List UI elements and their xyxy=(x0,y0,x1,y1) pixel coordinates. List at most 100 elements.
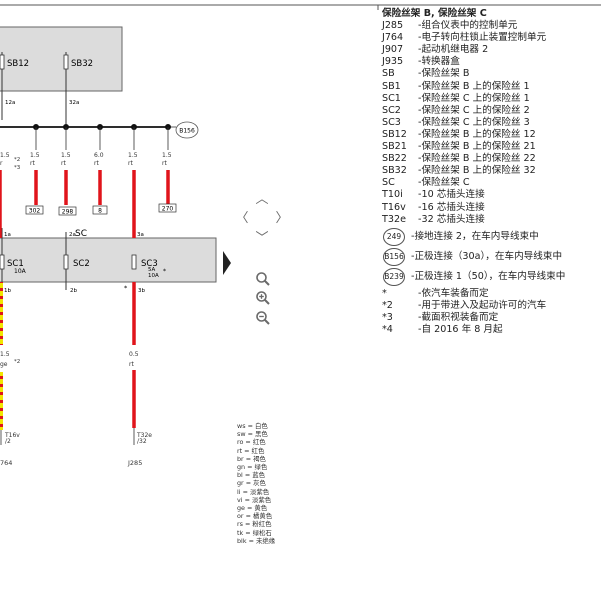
legend-item-code: J764 xyxy=(382,32,404,44)
legend-connection-code: 249 xyxy=(383,227,405,246)
zoom-out-icon[interactable] xyxy=(255,310,271,326)
legend-note: *3-截面积视装备而定 xyxy=(382,312,597,324)
fuse-sc3-label: SC3 xyxy=(141,259,158,269)
legend-item: SC1-保险丝架 C 上的保险丝 1 xyxy=(382,93,597,105)
legend-item: SB22-保险丝架 B 上的保险丝 22 xyxy=(382,153,597,165)
legend-item-desc: -起动机继电器 2 xyxy=(418,44,489,56)
lower-left-comp: 764 xyxy=(0,459,12,467)
legend-note-code: *2 xyxy=(382,299,393,311)
star-note-3: *3 xyxy=(14,165,21,171)
wire5-size: 1.5 xyxy=(162,152,172,159)
color-code-item: br = 褐色 xyxy=(237,454,266,463)
legend-item-desc: -保险丝架 C 上的保险丝 3 xyxy=(418,116,530,128)
legend-item-desc: -32 芯插头连接 xyxy=(418,213,485,225)
legend-connection-desc: -正极连接（30a），在车内导线束中 xyxy=(411,250,563,262)
ref-302: 302 xyxy=(29,208,41,215)
legend-item: SC3-保险丝架 C 上的保险丝 3 xyxy=(382,117,597,129)
legend-item-code: SC1 xyxy=(382,92,401,104)
triangle-right-icon[interactable] xyxy=(222,250,232,276)
legend-note: *4 -自 2016 年 8 月起 xyxy=(382,324,597,336)
wire3-color: rt xyxy=(94,160,99,167)
legend-title: 保险丝架 B, 保险丝架 C xyxy=(382,8,487,19)
legend-item-code: SB xyxy=(382,68,395,80)
fuse-sc3-pin: 3b xyxy=(138,288,145,294)
legend-item-desc: -保险丝架 B 上的保险丝 1 xyxy=(418,80,530,92)
pan-right-button[interactable]: 〉 xyxy=(275,211,289,226)
legend-item-desc: -保险丝架 B 上的保险丝 21 xyxy=(418,141,536,153)
fuse-sc1: SC1 10A 1b xyxy=(0,228,27,294)
color-code-item: vi = 淡紫色 xyxy=(237,495,272,504)
fuse-sc2-pin: 2b xyxy=(70,288,77,294)
lower-right-conn: T32e xyxy=(136,432,152,439)
legend-note-code: *4 xyxy=(382,323,393,335)
legend-item-desc: -电子转向柱锁止装置控制单元 xyxy=(418,32,547,44)
legend-note-desc: -自 2016 年 8 月起 xyxy=(418,323,503,335)
legend-note-code: *3 xyxy=(382,311,393,323)
lower-right-size: 0.5 xyxy=(129,351,139,358)
ref-8: 8 xyxy=(98,208,102,215)
legend-connection: B156-正极连接（30a），在车内导线束中 xyxy=(382,247,597,266)
legend-item-desc: -保险丝架 B 上的保险丝 22 xyxy=(418,153,536,165)
wire5-color: rt xyxy=(162,160,167,167)
color-code-item: ge = 黄色 xyxy=(237,504,268,513)
legend-item: SB1 -保险丝架 B 上的保险丝 1 xyxy=(382,81,597,93)
legend-connection-code: B239 xyxy=(383,267,405,286)
legend-item-code: T10i xyxy=(382,189,403,201)
color-code-item: li = 淡紫色 xyxy=(237,487,270,496)
legend-item: SB12-保险丝架 B 上的保险丝 12 xyxy=(382,129,597,141)
legend-item-desc: -保险丝架 B 上的保险丝 32 xyxy=(418,165,536,177)
fuse-sc1-pin: 1b xyxy=(4,288,11,294)
sc-pin-2a: 2a xyxy=(69,232,76,238)
fuse-sb12: SB12 12a xyxy=(0,52,29,120)
legend-item-code: T16v xyxy=(382,201,406,213)
legend-note-desc: -依汽车装备而定 xyxy=(418,287,489,299)
fuse-sb12-pin: 12a xyxy=(5,100,15,106)
junction-b156-label: B156 xyxy=(179,128,195,135)
color-code-item: or = 橘黄色 xyxy=(237,512,273,521)
color-code-item: gn = 绿色 xyxy=(237,463,268,472)
legend-item: SB32 -保险丝架 B 上的保险丝 32 xyxy=(382,165,597,177)
legend-note-code: * xyxy=(382,287,387,299)
fuse-sc3-rating-b: 10A xyxy=(148,273,159,279)
color-code-item: blk = 未绝缘 xyxy=(237,536,276,545)
legend-item-desc: -组合仪表中的控制单元 xyxy=(418,20,518,32)
pan-up-button[interactable]: ︿ xyxy=(255,192,269,207)
partial-wire-color: r xyxy=(0,160,3,167)
fuse-box-sc-label: SC xyxy=(75,229,87,239)
magnifier-icon[interactable] xyxy=(255,271,271,287)
fuse-sb32-label: SB32 xyxy=(71,59,93,69)
legend-connection: 249-接地连接 2，在车内导线束中 xyxy=(382,227,597,246)
legend-note: * -依汽车装备而定 xyxy=(382,288,597,300)
legend-connection: B239-正极连接 1（50），在车内导线束中 xyxy=(382,267,597,286)
wire1-size: 1.5 xyxy=(30,152,40,159)
fuse-sc1-label: SC1 xyxy=(7,259,24,269)
fuse-box-sc xyxy=(0,237,217,283)
pan-left-button[interactable]: 〈 xyxy=(235,211,249,226)
pan-down-button[interactable]: ﹀ xyxy=(255,231,269,246)
legend-item-code: T32e xyxy=(382,213,406,225)
lower-left-note: *2 xyxy=(14,359,20,365)
fuse-sc1-rating: 10A xyxy=(14,268,27,275)
wire1-color: rt xyxy=(30,160,35,167)
fuse-sb32-pin: 32a xyxy=(69,100,79,106)
lower-right-comp: J285 xyxy=(127,459,142,467)
legend-item: T32e -32 芯插头连接 xyxy=(382,214,597,226)
fuse-sb32: SB32 32a xyxy=(63,52,93,127)
wire4-color: rt xyxy=(128,160,133,167)
legend-item: SC2-保险丝架 C 上的保险丝 2 xyxy=(382,105,597,117)
lower-left-size: 1.5 xyxy=(0,351,10,358)
legend-item: T10i-10 芯插头连接 xyxy=(382,189,597,201)
legend-item-code: SC2 xyxy=(382,104,401,116)
legend-item-code: SB32 xyxy=(382,165,407,177)
legend-item-code: SB1 xyxy=(382,80,401,92)
legend-item: SC-保险丝架 C xyxy=(382,177,597,189)
legend-item-desc: -16 芯插头连接 xyxy=(418,201,485,213)
legend-item: T16v -16 芯插头连接 xyxy=(382,202,597,214)
legend-note-desc: -用于带进入及起动许可的汽车 xyxy=(418,299,547,311)
ref-boxes: 302 298 8 270 xyxy=(25,203,177,216)
legend-item-desc: -保险丝架 B 上的保险丝 12 xyxy=(418,128,536,140)
fuse-box-sc-star: * xyxy=(124,284,128,292)
sc-pin-1a: 1a xyxy=(4,232,11,238)
zoom-in-icon[interactable] xyxy=(255,290,271,306)
